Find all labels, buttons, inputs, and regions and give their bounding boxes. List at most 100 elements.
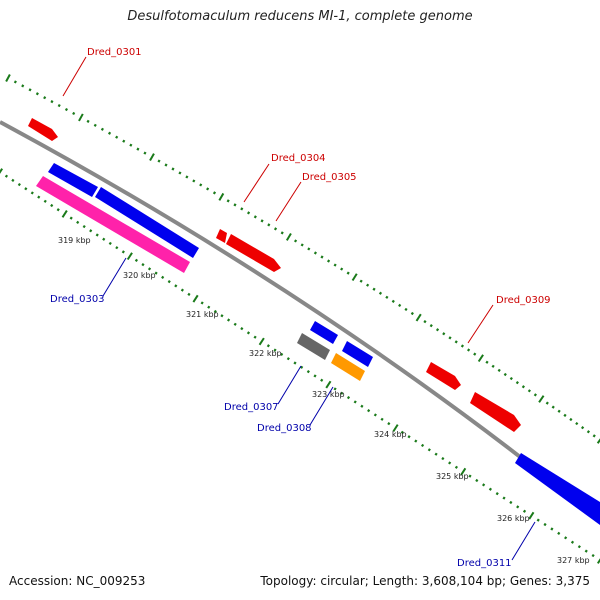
tick-mark — [17, 182, 21, 187]
tick-mark — [563, 413, 567, 417]
tick-mark — [50, 203, 54, 208]
reverse-genes — [36, 163, 600, 525]
tick-mark — [13, 80, 17, 84]
tick-mark — [21, 84, 25, 88]
tick-mark — [454, 465, 458, 469]
tick-mark — [580, 426, 585, 430]
tick-mark — [575, 421, 579, 426]
tick-mark — [233, 322, 237, 326]
tick-mark — [569, 417, 573, 422]
tick-mark — [392, 424, 399, 432]
tick-mark — [378, 291, 383, 295]
genome-summary-text: Topology: circular; Length: 3,608,104 bp… — [260, 574, 590, 588]
gene-unlabeled-forward[interactable] — [470, 392, 521, 432]
tick-mark — [247, 211, 251, 215]
tick-mark — [340, 267, 344, 271]
tick-mark — [538, 395, 545, 403]
tick-mark — [246, 331, 251, 335]
tick-mark — [346, 395, 351, 400]
tick-mark — [154, 271, 158, 275]
gene-dred-0305[interactable] — [226, 234, 281, 272]
gene-label-dred-0307[interactable]: Dred_0307 — [224, 402, 279, 413]
tick-mark — [380, 417, 384, 421]
tick-mark — [536, 518, 540, 522]
tick-mark — [69, 216, 73, 220]
tick-mark — [387, 422, 391, 426]
gene-dred-0311[interactable] — [515, 453, 600, 525]
tick-mark — [220, 314, 224, 318]
gene-dred-0309[interactable] — [426, 362, 461, 390]
tick-mark — [5, 73, 11, 83]
tick-mark — [115, 246, 119, 250]
tick-mark — [427, 448, 431, 452]
tick-mark — [488, 487, 492, 491]
tick-mark — [340, 391, 344, 395]
gene-unlabeled-reverse[interactable] — [310, 321, 338, 344]
tick-mark — [516, 505, 520, 509]
gene-label-dred-0304[interactable]: Dred_0304 — [271, 153, 326, 164]
gene-label-dred-0305[interactable]: Dred_0305 — [302, 172, 357, 183]
tick-mark — [448, 461, 452, 465]
gene-label-dred-0308[interactable]: Dred_0308 — [257, 423, 312, 434]
gene-dred-0303[interactable] — [36, 176, 190, 273]
gene-label-dred-0303[interactable]: Dred_0303 — [50, 294, 105, 305]
kbp-label: 321 kbp — [186, 310, 219, 319]
tick-mark — [24, 187, 28, 191]
tick-mark — [527, 389, 531, 393]
tick-mark — [307, 247, 311, 251]
tick-mark — [485, 360, 489, 364]
tick-mark — [164, 163, 168, 167]
tick-mark — [596, 438, 600, 444]
tick-mark — [420, 443, 425, 448]
tick-mark — [435, 328, 440, 332]
tick-mark — [373, 413, 377, 417]
tick-mark — [320, 378, 324, 382]
tick-mark — [398, 303, 402, 308]
tick-mark — [180, 288, 184, 292]
tick-mark — [502, 496, 506, 500]
gene-unlabeled-reverse[interactable] — [48, 163, 98, 197]
tick-mark — [327, 259, 331, 263]
gene-dred-0307[interactable] — [297, 333, 330, 360]
tick-mark — [206, 187, 210, 191]
tick-mark — [577, 545, 581, 549]
tick-mark — [360, 404, 364, 408]
tick-mark — [533, 393, 537, 397]
tick-mark — [174, 284, 178, 288]
forward-tick-track — [5, 73, 600, 444]
tick-mark — [240, 327, 244, 331]
tick-mark — [477, 354, 484, 363]
gene-unlabeled-reverse[interactable] — [342, 341, 373, 367]
tick-mark — [404, 307, 408, 312]
tick-mark — [325, 380, 332, 389]
tick-mark — [273, 348, 277, 352]
tick-mark — [233, 203, 237, 207]
tick-mark — [93, 123, 97, 127]
tick-mark — [260, 219, 264, 223]
tick-mark — [56, 208, 60, 212]
tick-mark — [141, 263, 145, 267]
tick-mark — [273, 227, 278, 231]
gene-dred-0304[interactable] — [216, 229, 227, 243]
tick-mark — [372, 287, 376, 291]
gene-label-dred-0311[interactable]: Dred_0311 — [457, 558, 512, 569]
gene-label-dred-0309[interactable]: Dred_0309 — [496, 295, 551, 306]
tick-mark — [306, 370, 310, 374]
tick-mark — [592, 434, 596, 438]
tick-mark — [134, 258, 138, 262]
tick-mark — [200, 301, 204, 305]
tick-mark — [515, 381, 519, 385]
tick-mark — [414, 439, 418, 443]
tick-mark — [467, 348, 471, 352]
tick-mark — [557, 531, 561, 535]
tick-mark — [57, 104, 61, 108]
gene-dred-0301[interactable] — [28, 118, 58, 141]
tick-mark — [475, 478, 479, 483]
tick-mark — [157, 159, 161, 163]
tick-mark — [407, 435, 411, 439]
gene-dred-0308[interactable] — [331, 353, 365, 381]
gene-label-dred-0301[interactable]: Dred_0301 — [87, 47, 142, 58]
gene-unlabeled-reverse[interactable] — [95, 187, 199, 258]
tick-mark — [473, 352, 477, 356]
tick-mark — [313, 251, 317, 255]
